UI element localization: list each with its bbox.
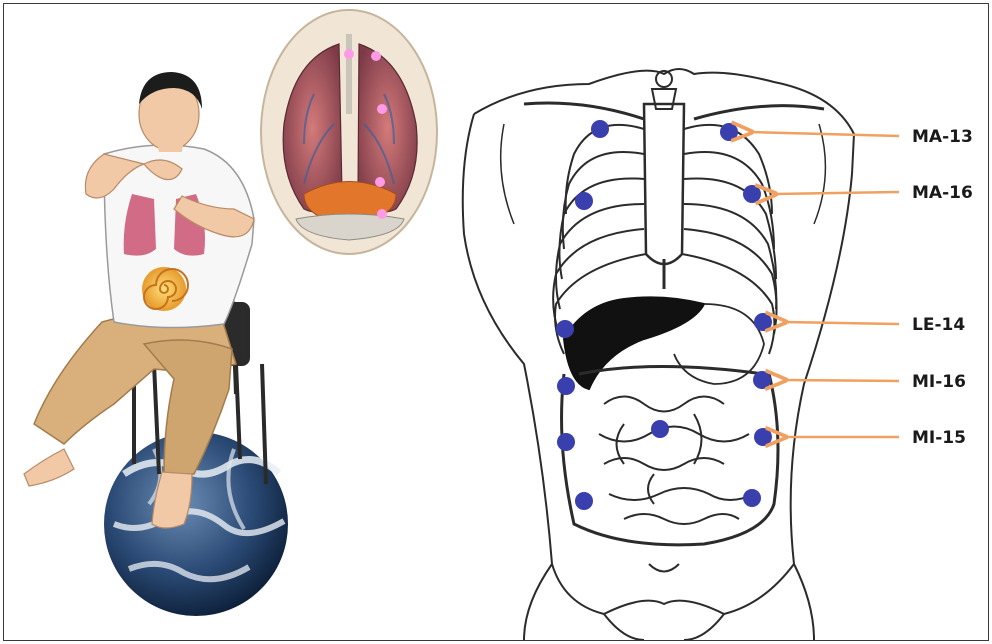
lungs-anatomy-icon (261, 10, 437, 254)
acupoint (557, 433, 575, 451)
figure-canvas: MA-13 MA-16 LE-14 MI-16 MI-15 (4, 4, 988, 640)
label-ma16: MA-16 (912, 183, 973, 203)
label-le14: LE-14 (912, 315, 965, 335)
acupoint (743, 185, 761, 203)
label-mi16: MI-16 (912, 372, 966, 392)
acupoint (557, 377, 575, 395)
arrow-ma13 (750, 132, 899, 136)
acupoint (651, 420, 669, 438)
arrow-le14 (784, 322, 899, 324)
acupoint (556, 320, 574, 338)
acupoint (754, 428, 772, 446)
acupoint (743, 489, 761, 507)
acupoint (753, 371, 771, 389)
label-ma13: MA-13 (912, 127, 973, 147)
acupoint (754, 313, 772, 331)
acupoint (575, 192, 593, 210)
head (139, 72, 202, 152)
acupoint (575, 492, 593, 510)
arrow-mi16 (784, 380, 899, 381)
acupoint-labels: MA-13 MA-16 LE-14 MI-16 MI-15 (912, 127, 973, 448)
figure-frame: MA-13 MA-16 LE-14 MI-16 MI-15 (3, 3, 989, 641)
arrow-ma16 (774, 192, 899, 194)
acupoint (591, 120, 609, 138)
acupoint (720, 123, 738, 141)
torso-anatomy-illustration (463, 69, 854, 640)
left-foot (24, 449, 74, 486)
meditating-person-illustration (24, 72, 288, 616)
label-mi15: MI-15 (912, 428, 966, 448)
